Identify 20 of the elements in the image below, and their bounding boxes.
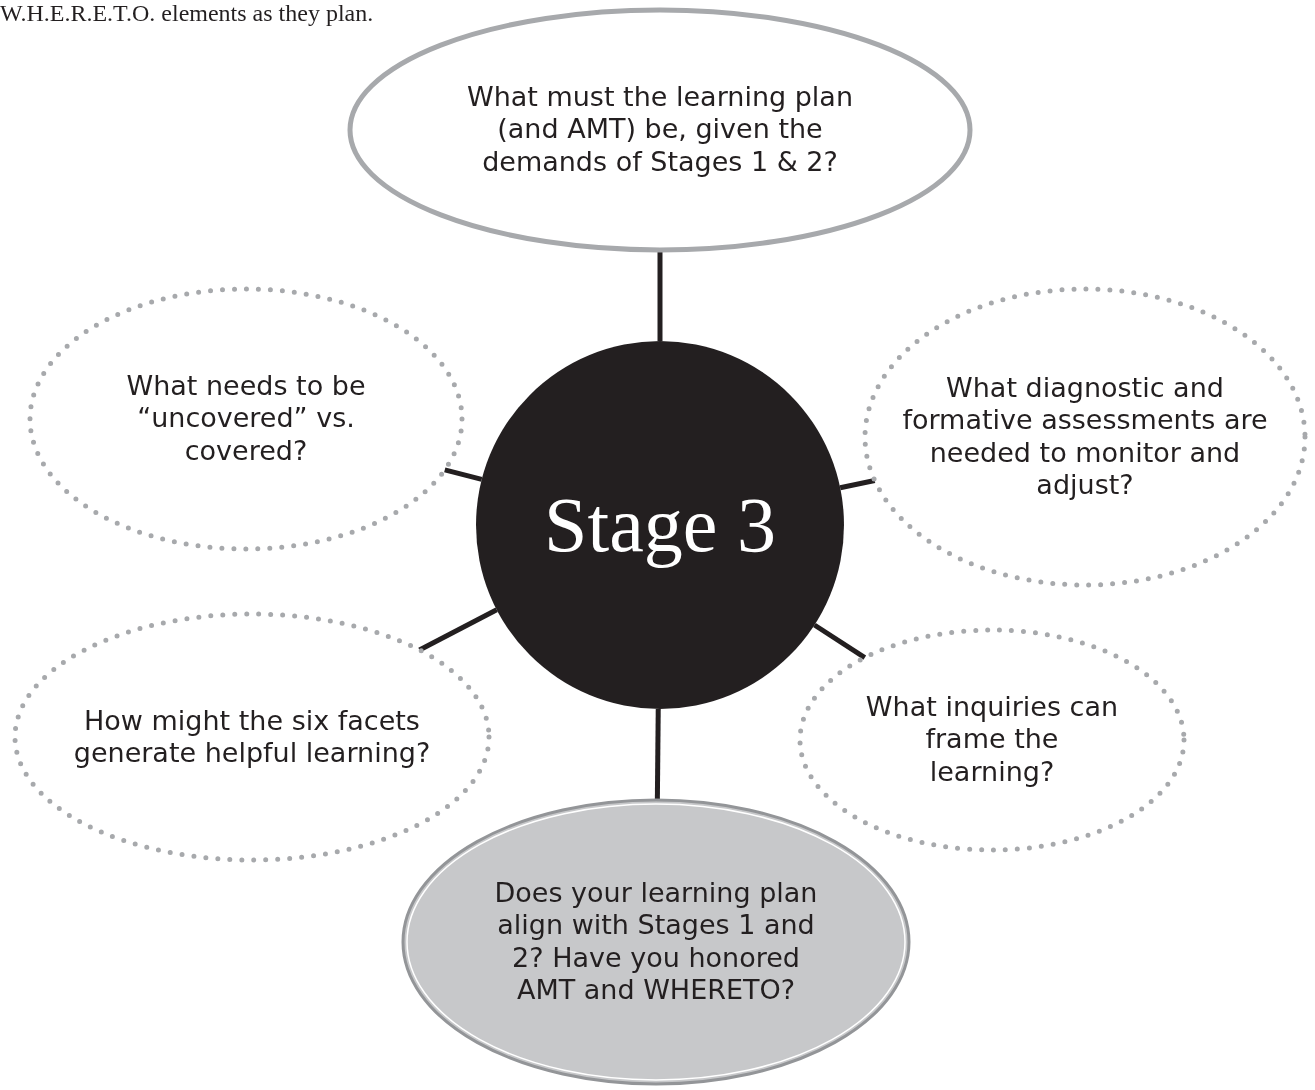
question-text: What diagnostic and formative assessments are needed to monitor and adjust? <box>901 372 1269 502</box>
question-text: What needs to be “uncovered” vs. covered? <box>125 370 367 468</box>
dotted-question-ellipse <box>12 611 492 863</box>
connector-line <box>654 708 661 801</box>
connector-line <box>418 607 498 653</box>
stage-title: Stage 3 <box>543 480 777 571</box>
check-ellipse <box>401 798 911 1086</box>
question-text: What must the learning plan (and AMT) be, given the demands of Stages 1 & 2? <box>465 81 855 179</box>
question-text: What inquiries can frame the learning? <box>864 691 1120 789</box>
note-text: W.H.E.R.E.T.O. elements as they plan. <box>0 0 374 27</box>
dotted-question-ellipse <box>797 627 1187 853</box>
connector-line <box>444 467 483 482</box>
dotted-question-ellipse <box>862 286 1308 588</box>
connector-line <box>839 478 876 491</box>
stage-circle <box>476 341 844 709</box>
connector-line <box>657 250 663 341</box>
connector-line <box>813 622 867 660</box>
question-text: How might the six facets generate helpful learning? <box>72 704 432 770</box>
dotted-question-ellipse <box>27 286 465 552</box>
question-text: Does your learning plan align with Stages 1 and 2? Have you honored AMT and WHERETO? <box>493 877 819 1007</box>
